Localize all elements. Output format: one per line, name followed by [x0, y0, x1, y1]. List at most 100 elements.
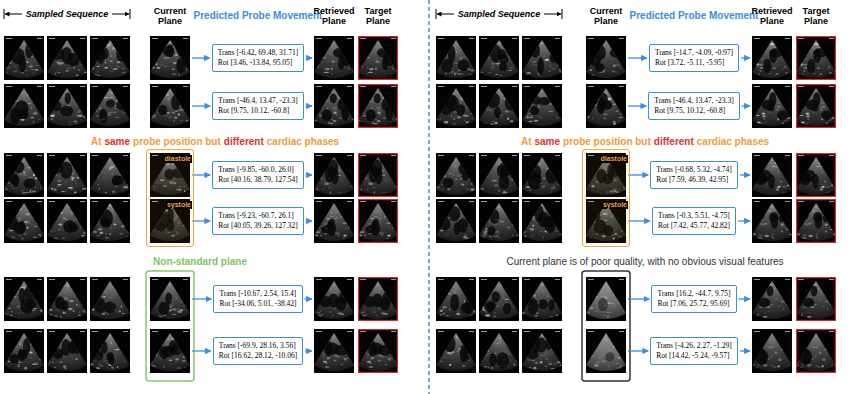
speckle: [150, 117, 154, 118]
speckle: [366, 338, 369, 340]
speckle: [77, 116, 82, 118]
speckle: [52, 59, 55, 61]
speckle: [58, 205, 60, 207]
speckle: [50, 231, 53, 232]
overlay-mark: [316, 155, 322, 156]
speckle: [153, 315, 157, 317]
speckle: [84, 164, 87, 166]
fan-content: [313, 335, 354, 368]
speckle: [348, 105, 349, 106]
speckle: [13, 48, 15, 50]
target-border: [359, 278, 398, 321]
speckle: [83, 101, 85, 103]
speckle: [74, 45, 79, 47]
speckle: [78, 315, 81, 316]
speckle: [98, 217, 100, 219]
speckle: [126, 218, 127, 219]
speckle: [343, 285, 346, 287]
speckle: [155, 118, 156, 120]
image-ground: [314, 84, 354, 128]
heart-chamber: [169, 340, 177, 353]
speckle: [384, 180, 388, 181]
heart-chamber: [65, 92, 71, 104]
speckle: [155, 342, 158, 344]
speckle: [97, 288, 99, 291]
speckle: [13, 347, 18, 348]
speckle: [94, 176, 99, 178]
speckle: [39, 212, 42, 214]
speckle: [102, 313, 105, 315]
speckle: [81, 348, 84, 350]
speckle: [367, 180, 370, 181]
speckle: [349, 338, 353, 340]
speckle: [360, 225, 364, 227]
speckle: [18, 208, 22, 210]
speckle: [77, 218, 80, 220]
speckle: [379, 221, 380, 223]
speckle: [319, 97, 322, 98]
ultrasound-fan: [47, 333, 87, 371]
speckle: [52, 101, 53, 103]
sampled-frame: [47, 329, 88, 373]
overlay-mark: [92, 86, 98, 87]
speckle: [151, 47, 153, 48]
heart-chamber: [23, 179, 35, 189]
ultrasound-fan: [90, 333, 130, 371]
speckle: [55, 73, 56, 74]
speckle: [4, 103, 8, 104]
heart-chamber: [333, 48, 347, 58]
speckle: [74, 304, 78, 306]
ultrasound-fan: [4, 88, 44, 126]
speckle: [42, 226, 46, 228]
speckle: [391, 295, 396, 297]
speckle: [85, 282, 87, 284]
speckle: [338, 235, 340, 237]
image-ground: [150, 36, 190, 80]
speckle: [387, 192, 390, 193]
speckle: [468, 74, 473, 76]
speckle: [365, 288, 369, 290]
image-ground: [358, 84, 398, 128]
speckle: [167, 112, 170, 114]
speckle: [158, 47, 160, 48]
speckle: [187, 122, 190, 123]
speckle: [38, 49, 42, 51]
fan-content: [2, 334, 45, 369]
speckle: [8, 101, 9, 103]
speckle: [156, 65, 160, 67]
speckle: [162, 337, 164, 339]
speckle: [35, 219, 39, 221]
heart-chamber: [176, 57, 185, 73]
heart-chamber: [61, 47, 72, 64]
speckle: [376, 285, 380, 286]
speckle: [23, 175, 27, 176]
speckle: [314, 68, 315, 70]
speckle: [5, 207, 10, 209]
fan-content: [150, 337, 191, 369]
speckle: [335, 232, 340, 235]
speckle: [150, 361, 152, 363]
speckle: [187, 296, 189, 298]
speckle: [330, 192, 331, 194]
fan-content: [315, 204, 356, 239]
speckle: [84, 217, 86, 219]
speckle: [106, 362, 108, 364]
speckle: [38, 94, 43, 95]
image-ground: [314, 199, 354, 243]
overlay-mark: [183, 331, 188, 332]
speckle: [19, 217, 23, 219]
speckle: [347, 160, 349, 162]
speckle: [347, 297, 351, 299]
speckle: [184, 354, 187, 356]
heart-chamber: [365, 225, 376, 233]
speckle: [351, 165, 355, 167]
speckle: [83, 284, 84, 285]
speckle: [151, 47, 156, 50]
speckle: [63, 218, 66, 219]
sampled-frame: [47, 36, 89, 80]
speckle: [84, 368, 86, 370]
speckle: [321, 214, 326, 215]
ultrasound-fan: [47, 203, 87, 241]
speckle: [52, 114, 56, 116]
speckle: [19, 234, 21, 236]
